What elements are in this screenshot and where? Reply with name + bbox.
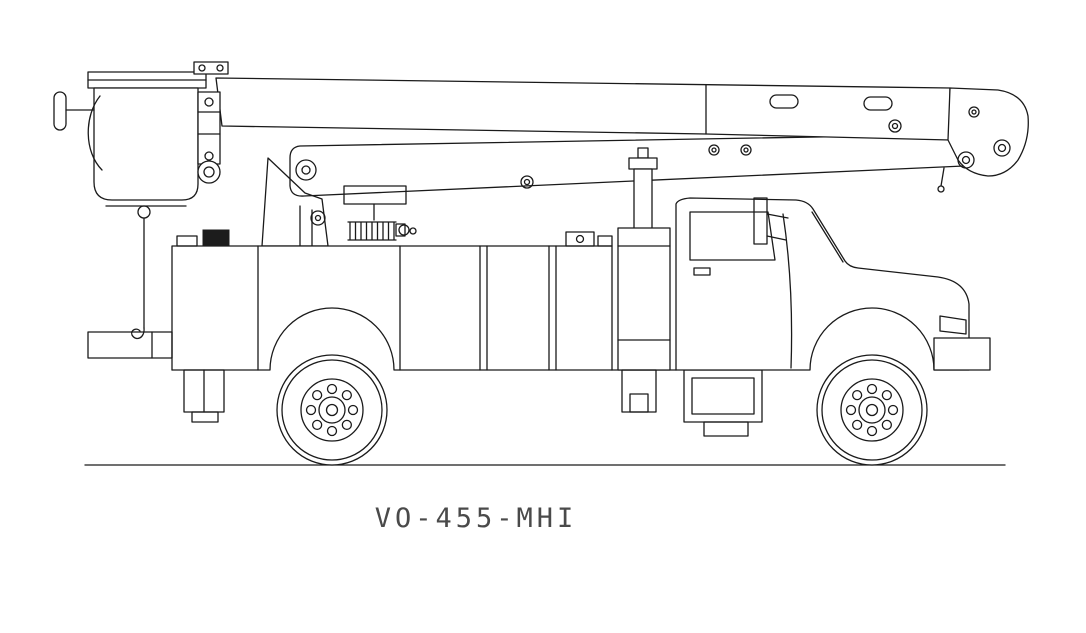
bed-top-fixture (597, 235, 613, 247)
rope-hook (131, 327, 145, 340)
boom-slot (863, 96, 893, 111)
turret-hole (310, 210, 326, 226)
bucket-body (93, 87, 199, 201)
hose-manifold (347, 221, 397, 241)
front-bumper (933, 337, 991, 371)
windshield (811, 211, 844, 263)
cylinder-cap (628, 157, 658, 170)
cylinder-barrel (633, 168, 653, 232)
hose-loop (87, 95, 103, 171)
elbow-pivot (993, 139, 1011, 157)
upper-boom (215, 77, 951, 141)
door-handle (693, 267, 711, 276)
door-window (689, 211, 776, 261)
compartment-door (479, 245, 557, 371)
boom-pedestal (617, 227, 671, 413)
boom-slot (769, 94, 799, 109)
cab-step (703, 421, 749, 437)
boom-pivot-pin (888, 119, 902, 133)
model-label: VO-455-MHI (375, 503, 578, 534)
hose-fitting (398, 224, 410, 236)
boom-pin-hole (740, 144, 752, 156)
side-mirror (753, 197, 768, 245)
bucket-mount-bracket (197, 91, 221, 165)
rear-step-bumper (87, 331, 173, 359)
cab (675, 197, 991, 371)
elbow-hanging-pin (940, 167, 945, 187)
boom-pin-hole (520, 175, 534, 189)
front-wheel (816, 354, 928, 466)
valve-block (343, 185, 407, 205)
cab-outline (675, 197, 970, 371)
bed-top-fixture (176, 235, 198, 247)
turret-assembly (261, 157, 417, 247)
boom-heel-pivot (295, 159, 317, 181)
turret-plate (261, 157, 329, 247)
cylinder-clevis (637, 147, 649, 159)
front-wheel-arch (675, 307, 970, 371)
bed-top-latch (202, 229, 230, 247)
aerial-bucket (53, 61, 229, 340)
bed-outline (171, 245, 613, 371)
bucket-rotator (197, 160, 221, 184)
compartment-dividers (257, 245, 401, 371)
door-seam (782, 213, 793, 369)
pedestal-column (617, 227, 671, 371)
utility-bed (87, 229, 677, 423)
elbow-pivot (957, 151, 975, 169)
mirror-arms (766, 213, 789, 241)
elbow-pin (968, 106, 980, 118)
boom-elbow (937, 87, 1029, 193)
bed-top-box (565, 231, 595, 247)
boom-pin-hole (708, 144, 720, 156)
rear-wheel (276, 354, 388, 466)
headlight (939, 315, 967, 335)
bucket-handle (53, 91, 67, 131)
